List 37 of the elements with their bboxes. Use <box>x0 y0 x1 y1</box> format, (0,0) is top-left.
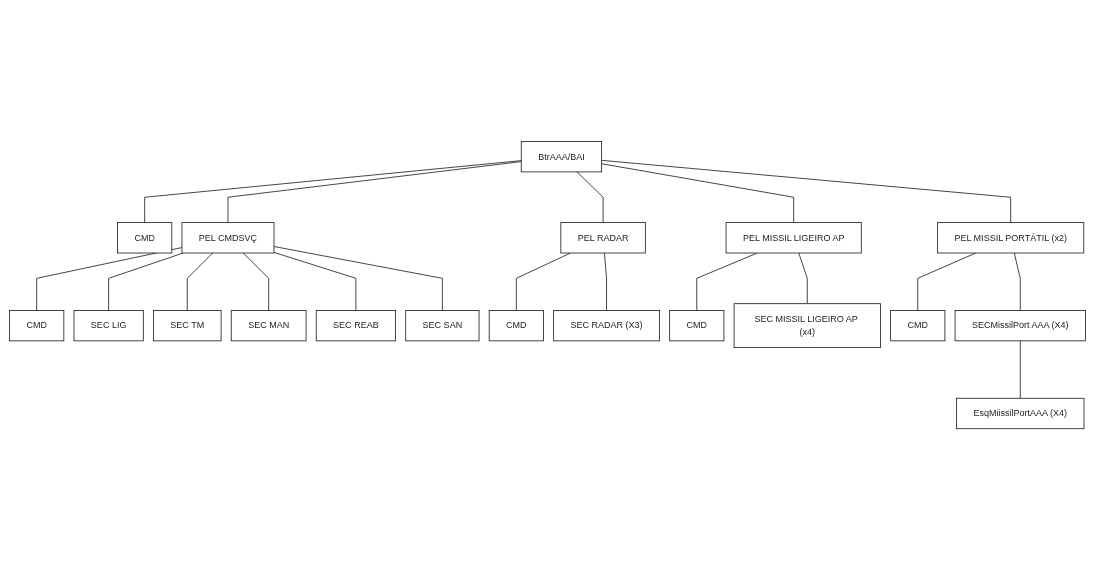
node-box: BtrAAA/BAI <box>520 141 603 173</box>
node-box: CMD <box>669 309 725 342</box>
node-box: CMD <box>117 222 173 254</box>
connector <box>144 160 522 223</box>
node-box: CMD <box>9 309 65 342</box>
connector <box>227 161 522 223</box>
node-box: SEC MAN <box>230 309 307 342</box>
connector <box>273 246 443 311</box>
connector <box>515 252 571 311</box>
node-box: SEC SAN <box>405 309 480 342</box>
node-box: PEL MISSIL LIGEIRO AP <box>725 222 862 254</box>
node-box: PEL MISSIL PORTÁTIL (x2) <box>937 222 1085 254</box>
connector <box>1019 340 1021 399</box>
connector <box>576 171 604 223</box>
node-box: SEC LIG <box>73 309 144 342</box>
node-box: SECMissilPort AAA (X4) <box>954 309 1086 342</box>
node-box: PEL CMDSVÇ <box>181 222 275 254</box>
connector <box>186 252 214 311</box>
connector <box>604 252 607 311</box>
node-box: SEC TM <box>153 309 222 342</box>
node-box: CMD <box>890 309 946 342</box>
connector <box>273 251 357 311</box>
connector <box>36 247 183 311</box>
node-box: PEL RADAR <box>560 222 646 254</box>
node-box: CMD <box>488 309 544 342</box>
connector <box>917 252 977 311</box>
connector <box>601 163 795 223</box>
connector <box>696 252 758 311</box>
node-box: SEC MISSIL LIGEIRO AP (x4) <box>733 303 881 348</box>
connector <box>1013 252 1021 311</box>
node-box: SEC RADAR (X3) <box>553 309 660 342</box>
connector <box>601 159 1012 223</box>
connector <box>242 252 270 311</box>
node-box: SEC REAB <box>315 309 396 342</box>
connector <box>798 252 808 304</box>
connector <box>108 252 184 311</box>
node-box: EsqMiissilPortAAA (X4) <box>956 397 1085 429</box>
